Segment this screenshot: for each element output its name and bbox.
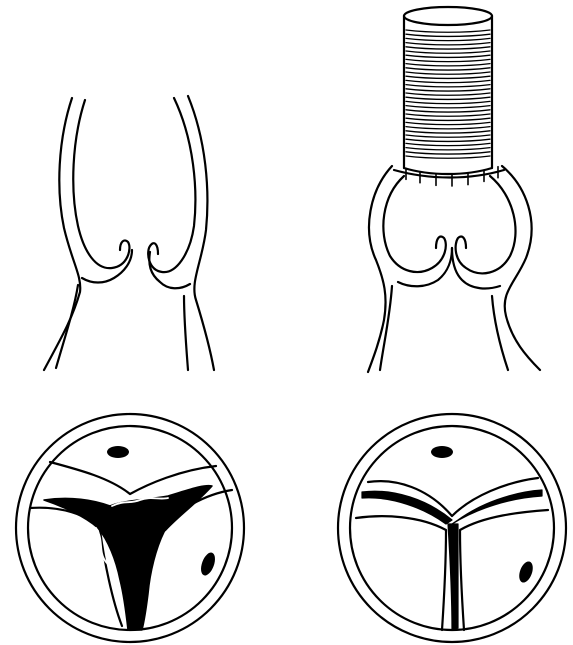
- graft-crimp-line: [406, 93, 490, 95]
- graft-crimp-line: [406, 97, 490, 99]
- graft-crimp-line: [406, 143, 490, 145]
- graft-crimp-line: [406, 127, 490, 129]
- graft-crimp-line: [406, 30, 490, 32]
- coaptation-line-left: [362, 491, 452, 524]
- graft-right-cusp-line: [452, 248, 500, 288]
- graft-crimp-line: [406, 47, 490, 49]
- graft-crimp-line: [406, 80, 490, 82]
- graft-crimp-line: [406, 68, 490, 70]
- graft-crimp-line: [406, 148, 490, 150]
- graft-crimp-line: [406, 59, 490, 61]
- graft-crimp-line: [406, 139, 490, 141]
- graft-crimp-line: [406, 114, 490, 116]
- graft-crimp-line: [406, 43, 490, 45]
- coronary-ostium-upper: [107, 446, 129, 458]
- root-outer-wall-left: [44, 98, 80, 370]
- root-inner-wall-left: [73, 100, 129, 268]
- coronary-ostium-upper: [431, 446, 453, 458]
- graft-crimp-line: [406, 122, 490, 124]
- graft-crimp-line: [406, 101, 490, 103]
- coaptation-line-right: [452, 490, 542, 524]
- panel-top-left-aortic-root: [44, 96, 214, 370]
- graft-crimp-line: [406, 152, 490, 154]
- panel-bottom-right-valve: [338, 414, 566, 642]
- graft-crimp-lines: [406, 30, 490, 158]
- left-cusp-edge: [356, 516, 446, 630]
- graft-bottom-edge: [404, 168, 492, 174]
- graft-crimp-line: [406, 72, 490, 74]
- graft-crimp-line: [406, 131, 490, 133]
- graft-root-inner-right: [456, 176, 516, 273]
- graft-top-opening: [404, 7, 492, 25]
- graft-crimp-line: [406, 85, 490, 87]
- graft-crimp-line: [406, 135, 490, 137]
- open-orifice: [44, 486, 212, 630]
- graft-crimp-line: [406, 34, 490, 36]
- graft-crimp-line: [406, 51, 490, 53]
- graft-crimp-line: [406, 156, 490, 158]
- graft-crimp-line: [406, 89, 490, 91]
- graft-crimp-line: [406, 76, 490, 78]
- root-lower-wall-right: [184, 296, 188, 370]
- panel-bottom-left-valve: [16, 414, 244, 642]
- coaptation-line-down: [448, 524, 458, 630]
- coronary-ostium-right: [198, 551, 217, 578]
- graft-crimp-line: [406, 38, 490, 40]
- coronary-ostium-right: [517, 560, 536, 585]
- graft-crimp-line: [406, 110, 490, 112]
- root-inner-wall-right: [148, 98, 195, 272]
- graft-crimp-line: [406, 106, 490, 108]
- graft-root-inner-left: [383, 176, 445, 272]
- graft-crimp-line: [406, 64, 490, 66]
- graft-crimp-line: [406, 55, 490, 57]
- panel-top-right-graft: [368, 7, 540, 372]
- root-lower-wall-left: [56, 285, 78, 368]
- right-cusp-edge: [460, 510, 548, 630]
- graft-crimp-line: [406, 118, 490, 120]
